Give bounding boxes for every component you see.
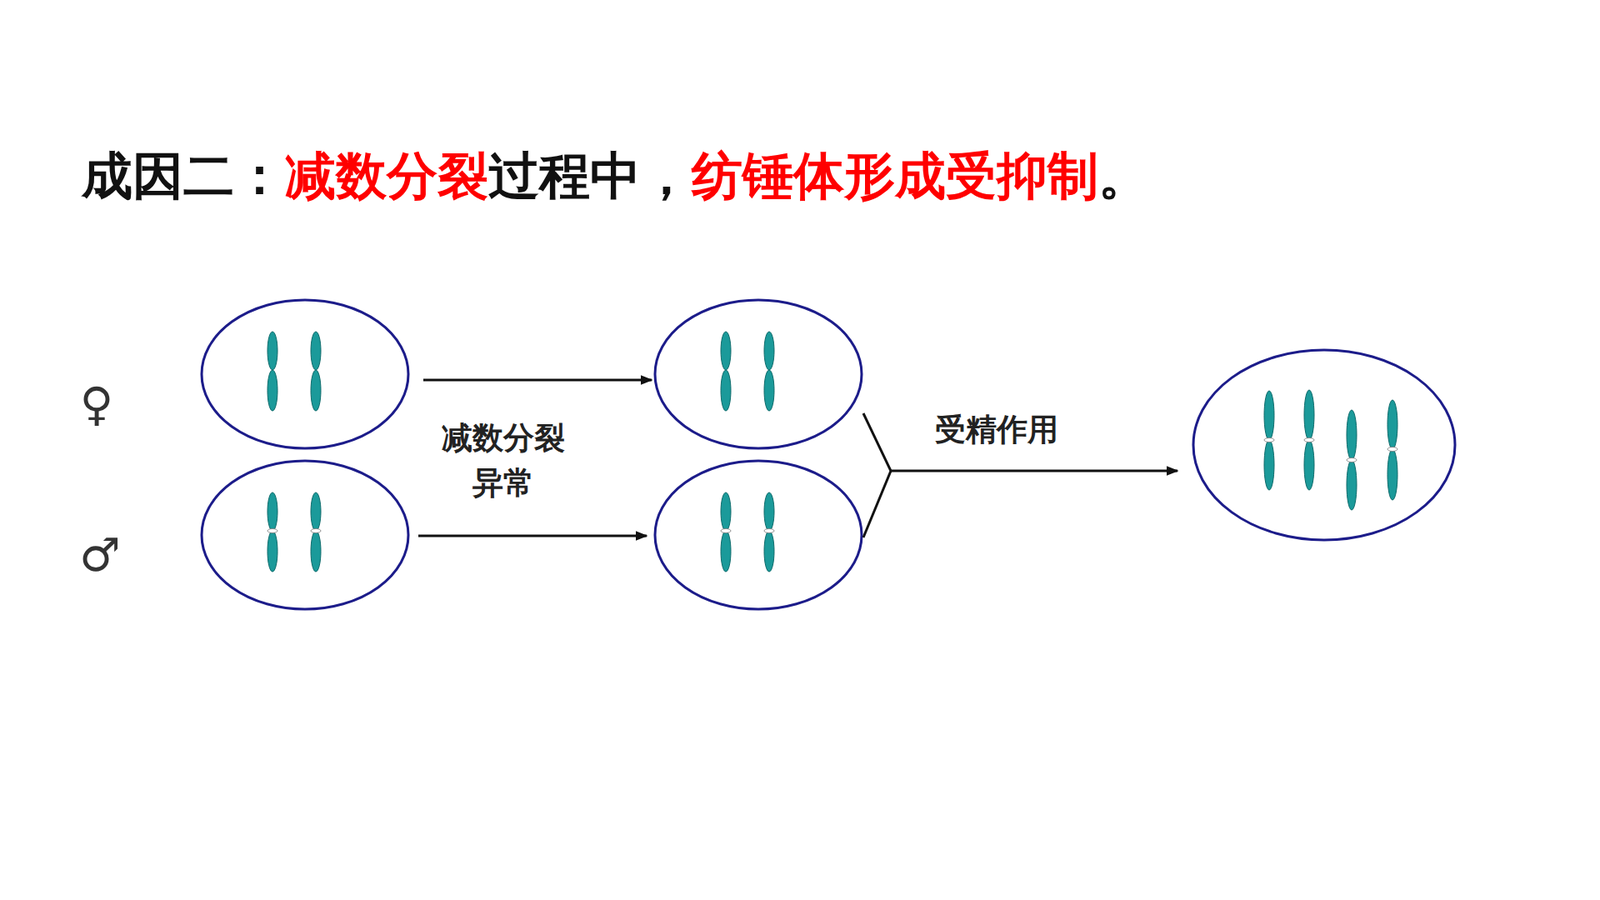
- cell-outline: [655, 460, 862, 610]
- centromere: [1387, 447, 1398, 452]
- chromatid-arm: [267, 370, 278, 411]
- chromatid-arm: [720, 492, 731, 531]
- cell-outline: [201, 460, 409, 610]
- chromatid-arm: [1346, 460, 1357, 510]
- chromosome: [1387, 400, 1398, 500]
- chromatid-arm: [310, 492, 321, 531]
- chromatid-arm: [720, 331, 731, 370]
- process-label: 受精作用: [935, 407, 1059, 453]
- chromosome: [1264, 390, 1275, 490]
- centromere: [764, 529, 775, 534]
- chromosome: [267, 492, 278, 572]
- chromatid-arm: [720, 370, 731, 411]
- chromatid-arm: [764, 530, 775, 572]
- chromatid-arm: [310, 530, 321, 572]
- chromosome: [267, 331, 278, 411]
- title-segment: 减数分裂: [285, 145, 489, 205]
- chromatid-arm: [1346, 410, 1357, 460]
- chromatid-arm: [764, 331, 775, 370]
- title-segment: 过程中，: [488, 145, 692, 205]
- chromosome: [720, 331, 731, 411]
- female-symbol: ♀: [80, 371, 114, 439]
- chromatid-arm: [1304, 440, 1315, 490]
- title-segment: 。: [1098, 145, 1150, 205]
- process-label: 减数分裂 异常: [432, 415, 575, 505]
- merge-bracket: [863, 413, 891, 538]
- chromatid-arm: [1387, 449, 1398, 500]
- chromatid-arm: [1387, 400, 1398, 450]
- chromosome-group: [267, 331, 1398, 572]
- title-segment: 纺锤体形成受抑制: [691, 145, 1099, 205]
- chromatid-arm: [267, 492, 278, 531]
- title-segment: 成因二：: [81, 145, 285, 205]
- centromere: [1304, 438, 1315, 443]
- zygote-outline: [1193, 350, 1455, 540]
- chromosome: [310, 331, 321, 411]
- chromatid-arm: [1304, 390, 1315, 440]
- chromosome: [764, 492, 775, 572]
- fertilization-arrow: [890, 470, 1178, 473]
- chromosome: [1304, 390, 1315, 490]
- chromatid-arm: [764, 492, 775, 531]
- chromatid-arm: [1264, 440, 1275, 490]
- chromosome: [310, 492, 321, 572]
- centromere: [310, 529, 321, 534]
- chromatid-arm: [267, 530, 278, 572]
- chromatid-arm: [310, 370, 321, 411]
- chromosome: [720, 492, 731, 572]
- meiosis-arrow: [418, 535, 647, 538]
- chromatid-arm: [310, 331, 321, 370]
- centromere: [1346, 458, 1357, 463]
- chromatid-arm: [1264, 390, 1275, 440]
- cell-outline: [655, 300, 862, 449]
- cell-outline: [201, 300, 409, 449]
- chromatid-arm: [764, 370, 775, 411]
- centromere: [267, 529, 278, 534]
- chromatid-arm: [720, 530, 731, 572]
- male-symbol: ♂: [79, 522, 120, 590]
- centromere: [720, 529, 731, 534]
- centromere: [1264, 438, 1275, 443]
- chromatid-arm: [267, 331, 278, 370]
- meiosis-arrow: [423, 379, 652, 382]
- chromosome: [764, 331, 775, 411]
- slide-title: 成因二：减数分裂过程中，纺锤体形成受抑制。: [81, 146, 1150, 205]
- chromosome: [1346, 410, 1357, 510]
